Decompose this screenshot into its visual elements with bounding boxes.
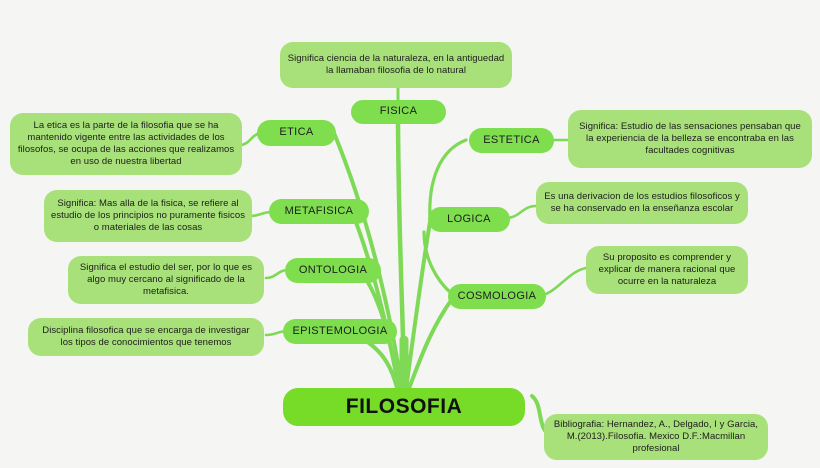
leaf-node-cosmologia[interactable]: Su proposito es comprender y explicar de… xyxy=(586,246,748,294)
branch-node-logica[interactable]: LOGICA xyxy=(428,207,510,232)
leaf-node-text-estetica: Significa: Estudio de las sensaciones pe… xyxy=(579,121,801,156)
leaf-node-text-etica: La etica es la parte de la filosofia que… xyxy=(17,120,235,167)
branch-node-label-cosmologia: COSMOLOGIA xyxy=(457,289,537,302)
bibliography-node[interactable]: Bibliografia: Hernandez, A., Delgado, I … xyxy=(544,414,768,460)
edge-logica-leaf xyxy=(504,204,538,220)
leaf-node-text-metafisica: Significa: Mas alla de la fisica, se ref… xyxy=(51,198,245,233)
leaf-node-text-epistemologia: Disciplina filosofica que se encarga de … xyxy=(42,325,250,348)
branch-node-fisica[interactable]: FISICA xyxy=(351,100,446,124)
edge-root-metafisica xyxy=(350,210,402,392)
branch-node-label-estetica: ESTETICA xyxy=(483,133,540,146)
branch-node-label-epistemologia: EPISTEMOLOGIA xyxy=(292,324,388,337)
branch-node-label-ontologia: ONTOLOGIA xyxy=(298,263,368,276)
branch-node-label-logica: LOGICA xyxy=(447,212,491,225)
leaf-node-text-cosmologia: Su proposito es comprender y explicar de… xyxy=(598,252,736,287)
root-node-label: FILOSOFIA xyxy=(345,394,463,418)
leaf-node-etica[interactable]: La etica es la parte de la filosofia que… xyxy=(10,113,242,175)
leaf-node-text-ontologia: Significa el estudio del ser, por lo que… xyxy=(79,262,253,297)
branch-node-label-etica: ETICA xyxy=(279,126,314,139)
branch-node-metafisica[interactable]: METAFISICA xyxy=(269,199,369,224)
branch-node-epistemologia[interactable]: EPISTEMOLOGIA xyxy=(283,319,397,344)
branch-node-ontologia[interactable]: ONTOLOGIA xyxy=(285,258,381,283)
edge-root-fisica xyxy=(395,121,407,395)
leaf-node-estetica[interactable]: Significa: Estudio de las sensaciones pe… xyxy=(568,110,812,168)
leaf-node-metafisica[interactable]: Significa: Mas alla de la fisica, se ref… xyxy=(44,190,252,242)
branch-node-etica[interactable]: ETICA xyxy=(257,120,336,146)
leaf-node-text-logica: Es una derivacion de los estudios filoso… xyxy=(544,191,740,214)
branch-node-estetica[interactable]: ESTETICA xyxy=(469,128,554,153)
leaf-node-ontologia[interactable]: Significa el estudio del ser, por lo que… xyxy=(68,256,264,304)
branch-node-label-fisica: FISICA xyxy=(379,105,418,118)
bibliography-text: Bibliografia: Hernandez, A., Delgado, I … xyxy=(553,419,759,454)
branch-node-cosmologia[interactable]: COSMOLOGIA xyxy=(448,284,546,309)
edge-root-logica xyxy=(404,220,432,392)
root-node-filosofia[interactable]: FILOSOFIA xyxy=(283,388,525,426)
leaf-node-fisica[interactable]: Significa ciencia de la naturaleza, en l… xyxy=(280,42,512,88)
branch-node-label-metafisica: METAFISICA xyxy=(284,204,354,217)
leaf-node-epistemologia[interactable]: Disciplina filosofica que se encarga de … xyxy=(28,318,264,356)
leaf-node-logica[interactable]: Es una derivacion de los estudios filoso… xyxy=(536,182,748,224)
edge-logica-cosmologia xyxy=(422,230,454,296)
leaf-node-text-fisica: Significa ciencia de la naturaleza, en l… xyxy=(287,53,505,76)
edge-root-cosmologia xyxy=(406,297,454,393)
